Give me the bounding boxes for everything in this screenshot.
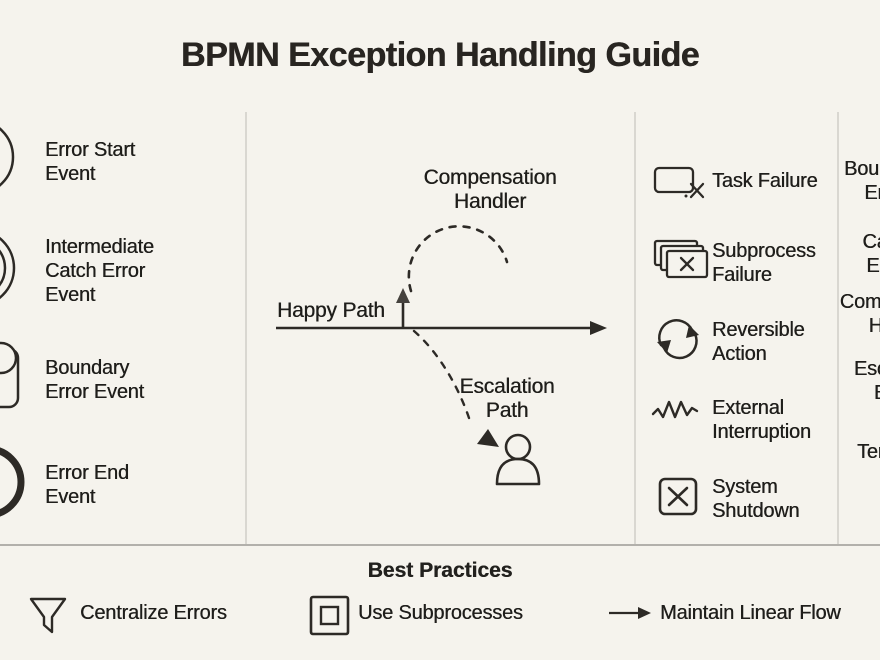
compensation-up-arrow xyxy=(396,288,410,328)
person-icon xyxy=(495,433,541,486)
best-practice-maintain-linear-flow: Maintain Linear Flow xyxy=(660,602,841,624)
failure-label-shutdown: System Shutdown xyxy=(712,476,800,522)
handler-label-terminate: Terminate End xyxy=(856,441,880,463)
error-start-event-icon xyxy=(0,127,15,187)
escalation-path-label: Escalation Path xyxy=(459,375,555,422)
handler-label-compensation: Compensation Handler xyxy=(839,291,880,337)
linear-flow-arrow-icon xyxy=(609,607,651,619)
best-practice-centralize-errors: Centralize Errors xyxy=(80,602,227,624)
legend-label-error-start: Error Start Event xyxy=(45,139,136,185)
best-practice-use-subprocesses: Use Subprocesses xyxy=(358,602,523,624)
legend-label-error-end: Error End Event xyxy=(45,462,129,508)
handler-label-boundary: Boundary Error xyxy=(843,158,880,204)
page-title: BPMN Exception Handling Guide xyxy=(180,36,700,74)
external-interruption-icon xyxy=(651,400,699,419)
legend-label-intermediate-catch: Intermediate Catch Error Event xyxy=(45,236,154,306)
divider-vertical-2 xyxy=(634,112,636,545)
handler-label-escalation: Escalation Event xyxy=(853,358,880,404)
task-failure-icon xyxy=(653,166,705,199)
happy-path-arrow xyxy=(276,321,607,335)
failure-label-external: External Interruption xyxy=(712,397,811,443)
failure-label-task: Task Failure xyxy=(712,170,818,192)
reversible-action-icon xyxy=(657,319,699,360)
boundary-error-icon xyxy=(0,341,20,409)
happy-path-label: Happy Path xyxy=(277,299,385,322)
subprocess-failure-icon xyxy=(653,239,709,279)
divider-vertical-3 xyxy=(837,112,839,545)
legend-label-boundary-error: Boundary Error Event xyxy=(45,357,144,403)
intermediate-catch-error-icon xyxy=(0,236,16,300)
subprocess-box-icon xyxy=(309,595,350,636)
failure-label-reversible: Reversible Action xyxy=(712,319,805,365)
compensation-handler-label: Compensation Handler xyxy=(423,166,557,213)
failure-label-subprocess: Subprocess Failure xyxy=(712,240,816,286)
best-practices-title: Best Practices xyxy=(367,559,513,582)
handler-label-catch: Catch Error xyxy=(862,231,880,277)
funnel-icon xyxy=(29,597,67,634)
divider-horizontal xyxy=(0,544,880,546)
divider-vertical-1 xyxy=(245,112,247,545)
compensation-arc xyxy=(407,225,509,293)
error-end-event-icon xyxy=(0,447,25,517)
system-shutdown-icon xyxy=(658,477,698,516)
